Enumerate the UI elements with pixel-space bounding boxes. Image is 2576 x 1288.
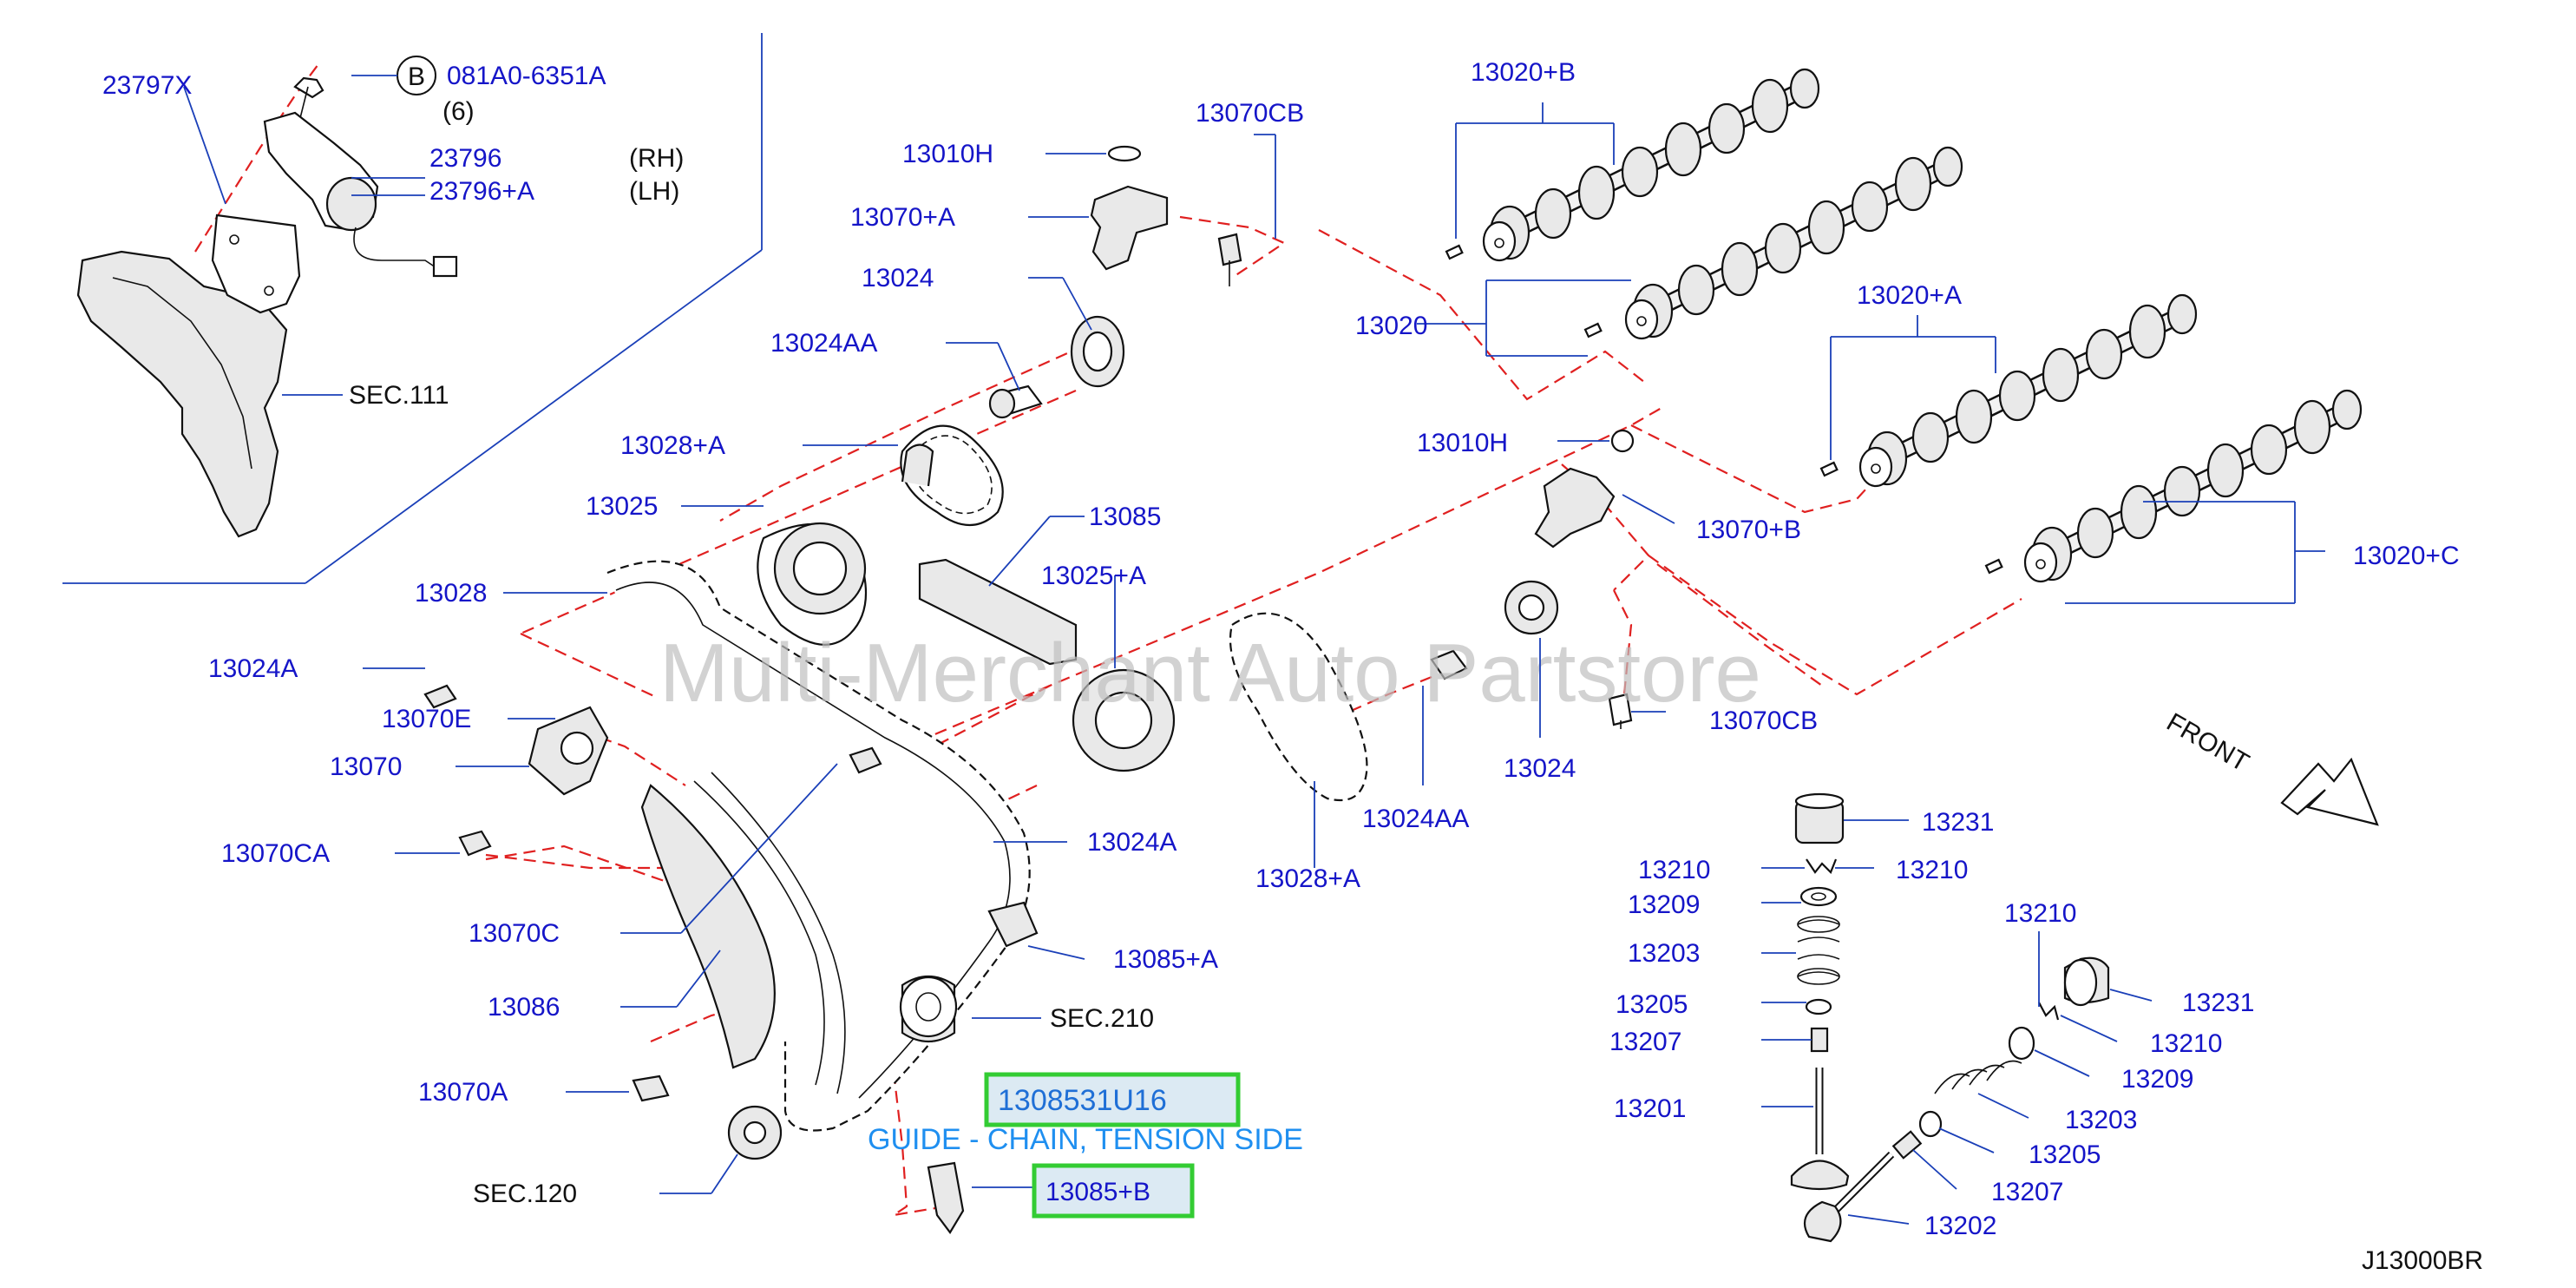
part-label-13202[interactable]: 13202 [1924, 1212, 1996, 1240]
chains-and-sprockets [423, 429, 1635, 1234]
part-label-13028[interactable]: 13028 [415, 579, 487, 608]
highlight-ref-box[interactable] [1032, 1163, 1195, 1219]
part-label-13070ca[interactable]: 13070CA [221, 839, 330, 868]
part-label-23796a[interactable]: 23796+A [429, 177, 534, 206]
part-label-13070e[interactable]: 13070E [382, 705, 471, 733]
part-label-13203-right[interactable]: 13203 [2065, 1106, 2137, 1134]
part-label-13024-right[interactable]: 13024 [1504, 754, 1576, 783]
inset-frame [62, 33, 763, 584]
part-label-13024a-center[interactable]: 13024A [1087, 828, 1177, 857]
callout-b-part[interactable]: 081A0-6351A [447, 62, 606, 90]
part-labels: 23797X 23796 23796+A 13010H 13070+A 1307… [102, 58, 2460, 1240]
part-label-13210-c[interactable]: 13210 [2004, 899, 2076, 928]
part-label-13070a-top[interactable]: 13070+A [850, 203, 955, 232]
part-label-13020[interactable]: 13020 [1355, 312, 1427, 340]
part-label-13203-left[interactable]: 13203 [1628, 939, 1700, 968]
part-label-13028a-top[interactable]: 13028+A [620, 431, 725, 460]
part-label-13205-right[interactable]: 13205 [2029, 1140, 2101, 1169]
camshaft-13020 [1624, 146, 1963, 340]
section-210: SEC.210 [1050, 1004, 1154, 1033]
highlight-part-number-box[interactable] [984, 1072, 1241, 1127]
part-label-13070cb-right[interactable]: 13070CB [1709, 706, 1818, 735]
part-label-13070b[interactable]: 13070+B [1696, 516, 1801, 544]
part-label-13085a[interactable]: 13085+A [1113, 945, 1218, 974]
part-label-13020b[interactable]: 13020+B [1471, 58, 1576, 87]
part-label-13210-d[interactable]: 13210 [2150, 1029, 2222, 1058]
part-label-13024aa-right[interactable]: 13024AA [1362, 805, 1469, 833]
part-label-23796[interactable]: 23796 [429, 144, 501, 173]
part-label-13025a[interactable]: 13025+A [1041, 562, 1146, 590]
highlight-part-number[interactable]: 1308531U16 [998, 1084, 1167, 1117]
valve-train [1790, 792, 2110, 1243]
part-label-13024aa-top[interactable]: 13024AA [770, 329, 877, 358]
part-label-13231-top[interactable]: 13231 [1922, 808, 1994, 837]
front-direction-arrow-icon [2280, 757, 2379, 826]
part-label-13209-left[interactable]: 13209 [1628, 890, 1700, 919]
part-label-13070c[interactable]: 13070C [469, 919, 560, 948]
front-label: FRONT [2162, 707, 2254, 777]
callout-b-qty: (6) [442, 97, 475, 126]
leader-lines [183, 86, 2325, 1225]
part-label-13024a-left[interactable]: 13024A [208, 654, 298, 683]
part-label-13028a-right[interactable]: 13028+A [1255, 864, 1360, 893]
side-rh: (RH) [629, 144, 684, 173]
part-label-13207-left[interactable]: 13207 [1609, 1028, 1681, 1056]
highlighted-part[interactable]: 1308531U16 GUIDE - CHAIN, TENSION SIDE 1… [868, 1072, 1303, 1219]
camshafts [1445, 68, 2363, 583]
part-label-13207-right[interactable]: 13207 [1991, 1178, 2063, 1206]
callout-b: B 081A0-6351A (6) [351, 56, 606, 126]
side-lh: (LH) [629, 177, 679, 206]
part-label-13025[interactable]: 13025 [586, 492, 658, 521]
part-label-13010h-left[interactable]: 13010H [902, 140, 993, 168]
watermark: Multi-Merchant Auto Partstore [659, 627, 1761, 720]
part-label-23797x[interactable]: 23797X [102, 71, 192, 100]
part-label-13085[interactable]: 13085 [1089, 503, 1161, 531]
camshaft-13020c [2023, 389, 2363, 583]
part-label-13210-b[interactable]: 13210 [1896, 856, 1968, 884]
diagram-code: J13000BR [2362, 1246, 2483, 1275]
part-label-13010h-right[interactable]: 13010H [1417, 429, 1508, 457]
callout-b-letter: B [408, 62, 425, 91]
part-label-13201[interactable]: 13201 [1614, 1094, 1686, 1123]
camshaft-13020a [1858, 293, 2198, 488]
part-label-13205-left[interactable]: 13205 [1616, 990, 1688, 1019]
part-label-13020a[interactable]: 13020+A [1857, 281, 1962, 310]
inset-parts [76, 76, 458, 538]
part-label-13070a-bottom[interactable]: 13070A [418, 1078, 508, 1107]
highlight-description: GUIDE - CHAIN, TENSION SIDE [868, 1123, 1303, 1156]
part-label-13210-a[interactable]: 13210 [1638, 856, 1710, 884]
part-label-13070cb-top[interactable]: 13070CB [1196, 99, 1304, 128]
highlight-ref[interactable]: 13085+B [1045, 1178, 1150, 1206]
part-label-13231-right[interactable]: 13231 [2182, 989, 2254, 1017]
part-label-13209-right[interactable]: 13209 [2121, 1065, 2193, 1094]
part-label-13070[interactable]: 13070 [330, 752, 402, 781]
part-label-13024-top[interactable]: 13024 [862, 264, 934, 292]
section-120: SEC.120 [473, 1180, 577, 1208]
part-label-13086[interactable]: 13086 [488, 993, 560, 1022]
section-111: SEC.111 [349, 381, 449, 410]
camshaft-13020b [1482, 68, 1820, 262]
part-label-13020c[interactable]: 13020+C [2353, 542, 2460, 570]
